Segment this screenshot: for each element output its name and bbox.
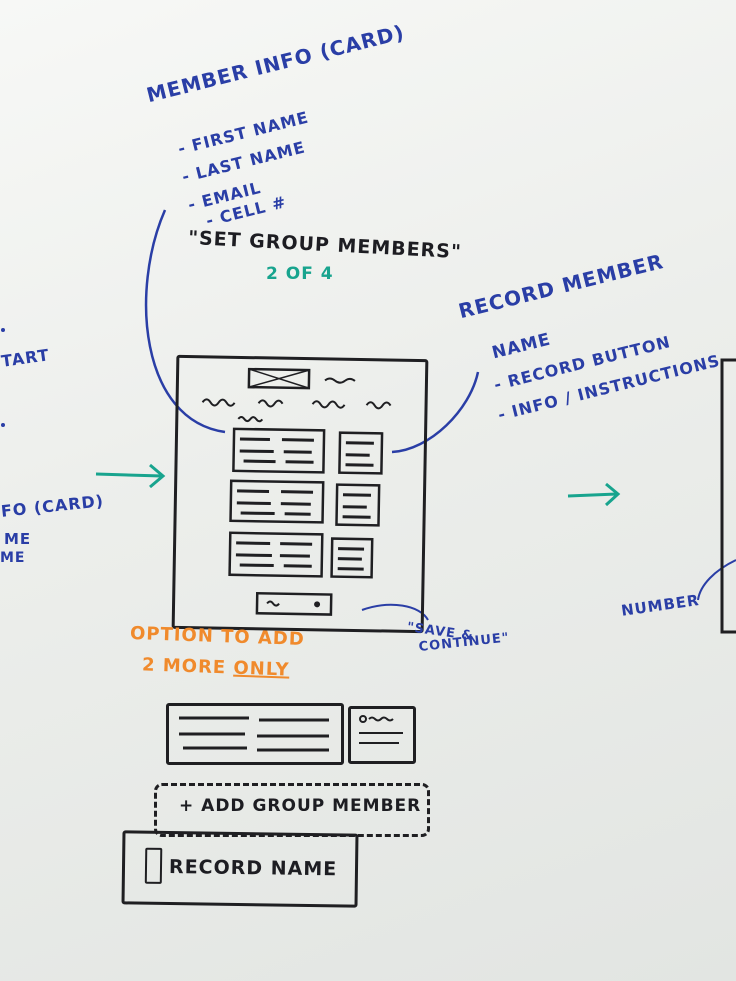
connector-number [697,559,736,601]
wireframe-contents [201,367,392,616]
add-group-member-button[interactable]: + ADD GROUP MEMBER [154,783,430,837]
step-indicator: 2 OF 4 [266,264,334,284]
option-note-more: 2 MORE [141,654,234,679]
connector-save [361,603,429,621]
record-name-label: RECORD NAME [168,856,338,881]
add-group-member-label: + ADD GROUP MEMBER [179,796,422,816]
logo-placeholder-icon [247,367,311,390]
wireframe-screen [171,354,429,634]
left-edge-text-4: ME [0,550,26,566]
arrow-left-icon [95,463,166,489]
microphone-icon [144,847,163,884]
record-card-sketch [348,706,416,764]
connector-member-info [144,209,226,434]
left-edge-text-3: ME [4,530,32,548]
save-continue-button-sketch [255,591,333,616]
option-note-only: ONLY [233,657,290,681]
connector-record-member [391,371,480,454]
arrow-right-icon [567,482,621,507]
record-name-button[interactable]: RECORD NAME [121,830,359,908]
next-screen-frame [720,358,736,634]
member-card-sketch [166,703,344,765]
